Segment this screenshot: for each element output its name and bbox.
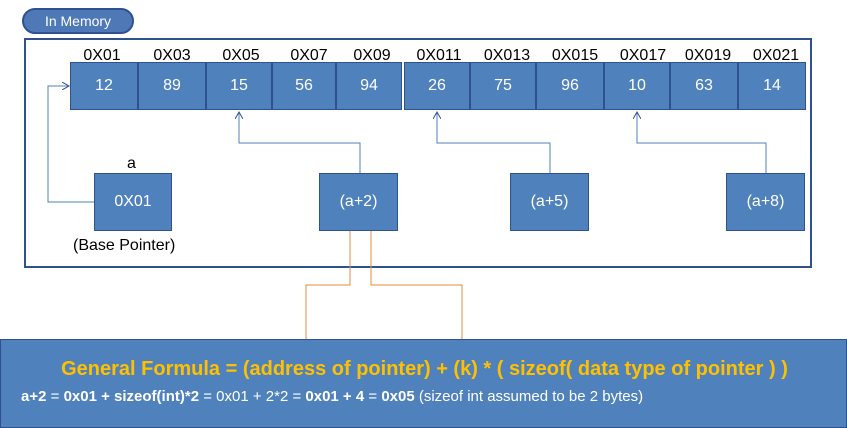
formula-part: 0x01 + 4 [305, 388, 365, 405]
formula-part: 0x05 [381, 388, 415, 405]
memory-label: In Memory [22, 8, 134, 34]
memory-frame [24, 38, 812, 268]
address-label: 0X021 [752, 47, 800, 64]
address-label: 0X07 [290, 47, 328, 64]
address-label: 0X015 [551, 47, 599, 64]
memory-cell: 63 [670, 62, 738, 110]
pointer-a-plus-2: (a+2) [319, 173, 398, 231]
formula-part: + sizeof(int)*2 [96, 388, 200, 405]
memory-cell: 75 [470, 62, 536, 110]
base-pointer-caption: (Base Pointer) [73, 237, 176, 254]
memory-cell: 94 [336, 62, 402, 110]
memory-cell: 96 [536, 62, 604, 110]
address-label: 0X09 [353, 47, 391, 64]
memory-cell: 56 [272, 62, 336, 110]
address-label: 0X017 [619, 47, 667, 64]
address-label: 0X03 [153, 47, 191, 64]
formula-part: (sizeof int assumed to be 2 bytes) [414, 388, 644, 405]
memory-cell: 15 [206, 62, 272, 110]
formula-part: = [46, 388, 64, 405]
pointer-name: a [127, 155, 136, 172]
arrow-a-plus-8 [637, 112, 767, 173]
memory-cell: 26 [404, 62, 470, 110]
base-pointer-box: 0X01 [94, 173, 172, 231]
formula-connector-2 [371, 219, 463, 362]
memory-cell: 12 [70, 62, 138, 110]
address-label: 0X01 [83, 47, 121, 64]
formula-panel: General Formula = (address of pointer) +… [0, 339, 847, 428]
formula-part: = 0x01 + 2*2 = [199, 388, 306, 405]
address-label: 0X05 [222, 47, 260, 64]
formula-part: = [364, 388, 382, 405]
memory-cell: 10 [604, 62, 670, 110]
formula-part: 0x01 [63, 388, 97, 405]
address-label: 0X013 [483, 47, 531, 64]
formula-part: a+2 [21, 388, 47, 405]
formula-connector-1 [305, 219, 350, 362]
pointer-a-plus-8: (a+8) [726, 173, 805, 231]
memory-cell: 89 [138, 62, 206, 110]
general-formula: General Formula = (address of pointer) +… [61, 358, 788, 380]
address-label: 0X011 [416, 47, 462, 64]
address-label: 0X019 [684, 47, 732, 64]
base-pointer-arrow [47, 86, 94, 203]
memory-cell: 14 [738, 62, 806, 110]
formula-example: a+2 = 0x01 + sizeof(int)*2 = 0x01 + 2*2 … [21, 388, 841, 405]
arrow-a-plus-5 [437, 112, 551, 173]
arrow-a-plus-2 [239, 112, 361, 173]
pointer-a-plus-5: (a+5) [510, 173, 589, 231]
